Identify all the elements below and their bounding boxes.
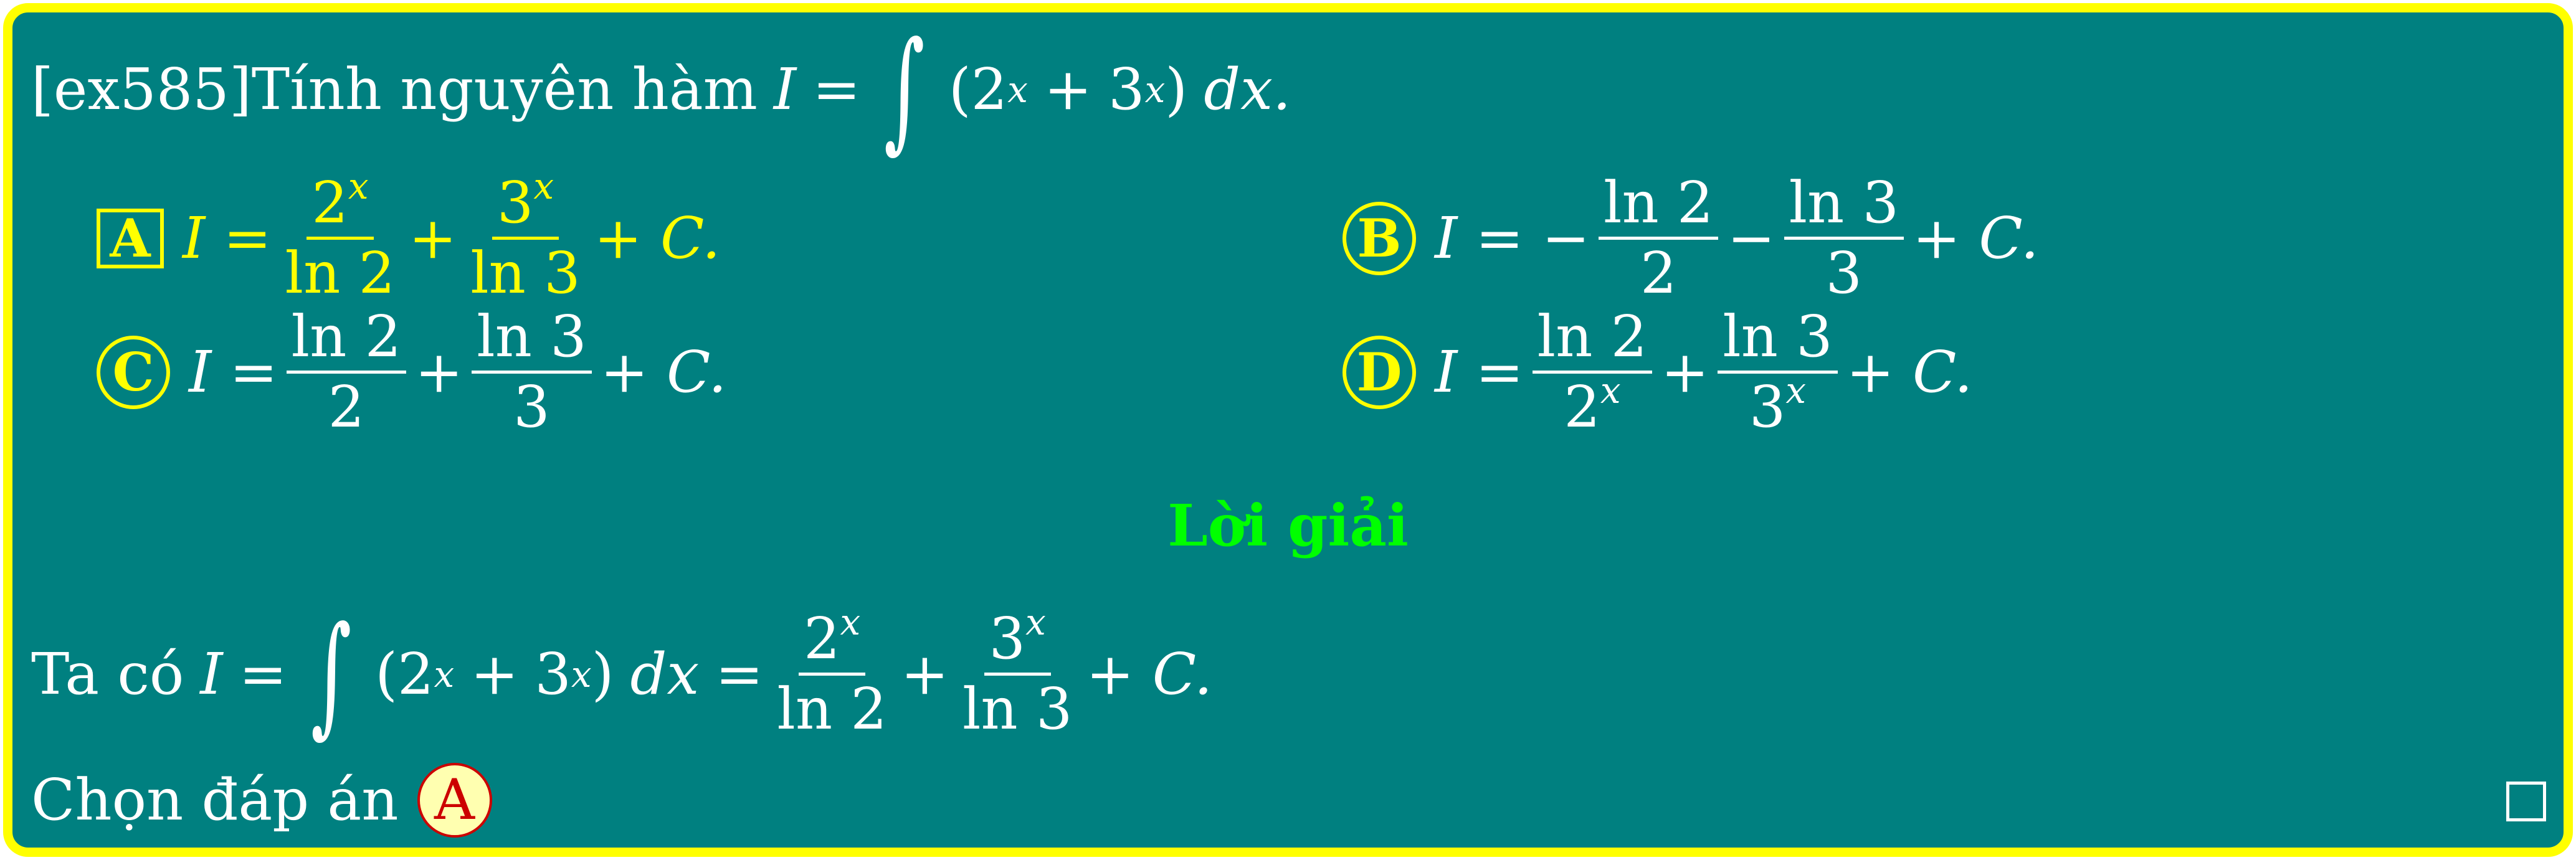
option-c-lhs: I = — [189, 338, 278, 405]
option-b-lhs: I = − — [1435, 204, 1590, 272]
option-b-frac-2: ln 3 3 — [1784, 174, 1904, 302]
option-a-d1: ln 2 — [285, 240, 396, 306]
option-b-tail: + C. — [1913, 204, 2039, 272]
question-plus: + — [1043, 56, 1093, 123]
option-c-n2: ln 3 — [472, 308, 592, 374]
choose-answer-line: Chọn đáp án A — [31, 763, 492, 838]
solution-frac-2: 3x ln 3 — [958, 604, 1077, 742]
solution-integrand-2: (2 — [375, 640, 434, 707]
option-b-minus: − — [1727, 204, 1775, 272]
option-d-tail: + C. — [1846, 338, 1973, 405]
option-a-tail: + C. — [594, 204, 721, 272]
option-c-n1: ln 2 — [286, 308, 407, 374]
option-d[interactable]: D I = ln 2 2x + ln 3 3x + C. — [1343, 308, 1972, 436]
option-a-marker: A — [97, 208, 164, 268]
option-b-frac-1: ln 2 2 — [1599, 174, 1719, 306]
option-b-d2: 3 — [1825, 240, 1863, 306]
solution-frac-1: 2x ln 2 — [772, 604, 891, 742]
solution-close-paren: ) — [591, 640, 614, 707]
integral-sign: ∫ — [884, 13, 925, 166]
solution-dx: dx — [630, 640, 700, 707]
option-d-lhs: I = — [1435, 338, 1524, 405]
question-var-I: I — [773, 56, 797, 123]
answer-badge: A — [417, 763, 492, 838]
question-text: Tính nguyên hàm — [251, 56, 758, 123]
option-d-frac-2: ln 3 3x — [1718, 308, 1838, 436]
option-c-frac-1: ln 2 2 — [286, 308, 407, 440]
option-b-n2: ln 3 — [1784, 174, 1904, 240]
solution-integral-sign: ∫ — [310, 597, 352, 750]
solution-var-I: I — [200, 640, 223, 707]
question-close-paren: ) — [1165, 56, 1188, 123]
option-d-d2: 3 — [1749, 374, 1786, 440]
option-d-n2: ln 3 — [1718, 308, 1838, 374]
solution-d1: ln 2 — [777, 676, 887, 742]
option-d-n1: ln 2 — [1532, 308, 1653, 374]
choose-answer-text: Chọn đáp án — [31, 767, 399, 833]
option-a-frac-1: 2x ln 2 — [280, 168, 400, 306]
solution-d2: ln 3 — [962, 676, 1073, 742]
solution-equals-2: = — [715, 640, 764, 707]
question-equals: = — [812, 56, 861, 123]
qed-square-icon — [2506, 782, 2546, 821]
option-c-d1: 2 — [328, 374, 365, 440]
option-a-n2: 3 — [497, 169, 534, 236]
solution-title: Lời giải — [1167, 492, 1409, 559]
option-c-tail: + C. — [600, 338, 727, 405]
option-b[interactable]: B I = − ln 2 2 − ln 3 3 + C. — [1343, 174, 2039, 302]
option-a-frac-2: 3x ln 3 — [465, 168, 585, 306]
solution-tail: + C. — [1086, 640, 1213, 707]
question-integrand-2: (2 — [948, 56, 1008, 123]
option-d-marker: D — [1343, 335, 1416, 409]
option-d-frac-1: ln 2 2x — [1532, 308, 1653, 436]
option-a[interactable]: A I = 2x ln 2 + 3x ln 3 + C. — [97, 168, 721, 306]
option-a-n1: 2 — [311, 169, 348, 236]
option-c[interactable]: C I = ln 2 2 + ln 3 3 + C. — [97, 308, 726, 436]
option-a-d2: ln 3 — [470, 240, 581, 306]
option-b-d1: 2 — [1640, 240, 1677, 306]
option-c-d2: 3 — [513, 374, 550, 440]
solution-equals-1: = — [239, 640, 287, 707]
exercise-id: [ex585] — [31, 56, 252, 123]
question-dx: dx. — [1204, 56, 1291, 123]
solution-plus: + — [470, 640, 519, 707]
solution-prefix: Ta có — [31, 640, 184, 707]
option-c-frac-2: ln 3 3 — [472, 308, 592, 440]
option-d-d1: 2 — [1564, 374, 1600, 440]
question-integrand-3: 3 — [1108, 56, 1145, 123]
option-b-n1: ln 2 — [1599, 174, 1719, 240]
solution-integrand-3: 3 — [535, 640, 571, 707]
option-c-marker: C — [97, 335, 170, 409]
option-a-lhs: I = — [183, 204, 272, 272]
solution-n1: 2 — [803, 605, 840, 672]
option-b-marker: B — [1343, 201, 1416, 275]
solution-n2: 3 — [989, 605, 1026, 672]
